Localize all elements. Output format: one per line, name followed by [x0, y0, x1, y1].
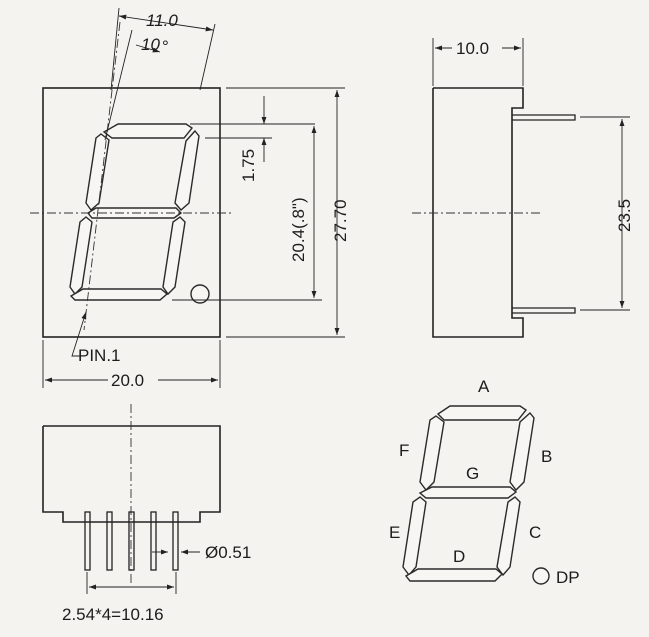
bottom-pin: [150, 511, 157, 571]
segment-d: [404, 568, 504, 582]
bottom-body-outline: [42, 425, 221, 523]
segment-label-e: E: [389, 523, 400, 542]
dim-pitch: 2.54*4=10.16: [62, 605, 164, 624]
side-pin-top: [512, 114, 576, 121]
dim-top-outer: 11.0: [146, 11, 178, 30]
dim-pin-diameter: Ø0.51: [205, 543, 251, 562]
segment-label-c: C: [529, 523, 541, 542]
front-segment-c: [162, 216, 186, 296]
dim-offset: 1.75: [239, 149, 258, 182]
dim-width: 20.0: [111, 371, 144, 390]
segment-g: [418, 486, 518, 499]
dim-pin-span: 23.5: [615, 199, 634, 232]
segment-label-f: F: [399, 441, 409, 460]
bottom-pin: [106, 511, 113, 571]
bottom-pin: [172, 511, 179, 571]
bottom-pin: [84, 511, 91, 571]
side-pin-bottom: [512, 307, 576, 314]
front-view: 11.0 10 ° 1.75 20.4(.8") 27.70 20.0 PIN.…: [30, 7, 350, 390]
segment-b: [509, 411, 535, 492]
dim-digit-height: 20.4(.8"): [289, 197, 308, 262]
front-body-outline: [42, 87, 221, 338]
front-decimal-point: [190, 284, 210, 304]
dim-height: 27.70: [331, 199, 350, 242]
pin-1-label: PIN.1: [78, 346, 121, 365]
segment-a: [436, 405, 528, 421]
segment-label-a: A: [478, 377, 490, 396]
bottom-view: Ø0.51 2.54*4=10.16: [42, 404, 251, 624]
dim-top-inner-degree: °: [162, 37, 169, 56]
front-segment-f: [85, 133, 110, 212]
segment-label-g: G: [466, 464, 479, 483]
front-centerline-slanted: [83, 21, 121, 331]
front-digit: [69, 123, 210, 304]
front-segment-e: [69, 216, 93, 296]
segment-c: [496, 496, 521, 577]
dim-depth: 10.0: [456, 39, 489, 58]
bottom-pins: [84, 511, 179, 571]
front-segment-d: [69, 288, 169, 301]
segment-label-dp: DP: [556, 568, 580, 587]
segment-e: [402, 496, 427, 577]
segment-diagram: A F B G E C D DP: [389, 377, 580, 587]
side-body-outline: [432, 87, 524, 338]
front-segment-b: [174, 129, 200, 211]
dim-top-inner: 10: [141, 35, 160, 54]
segment-label-d: D: [453, 547, 465, 566]
bottom-pin: [128, 511, 135, 571]
front-segment-a: [102, 123, 194, 139]
segment-dp: [532, 567, 550, 585]
segment-f: [419, 415, 445, 492]
side-view: 10.0 23.5: [412, 38, 634, 338]
segment-label-b: B: [541, 447, 552, 466]
